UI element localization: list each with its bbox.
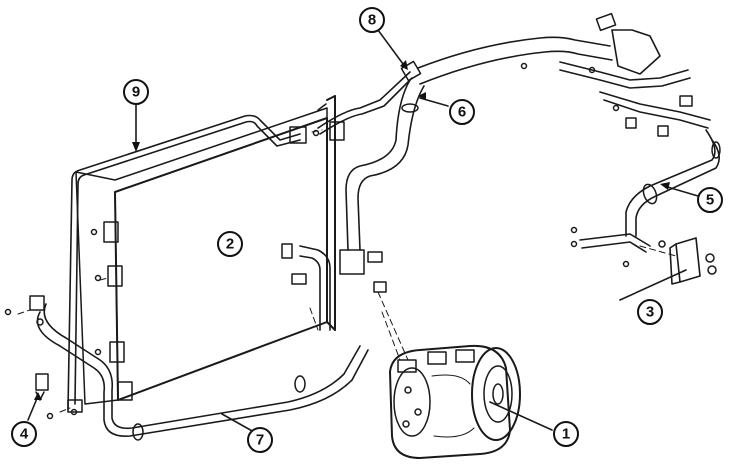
callout-4: 4 [11,421,37,447]
callout-8: 8 [359,7,385,33]
leader-lines [27,29,699,433]
tube-7 [36,243,387,441]
compressor [389,344,521,459]
callout-3-label: 3 [646,304,654,321]
firewall-fittings [520,12,711,137]
callout-7: 7 [247,427,273,453]
fitting-4 [4,295,83,420]
callout-5-label: 5 [706,192,714,209]
line-9 [67,114,301,411]
callout-9-label: 9 [132,84,140,101]
callout-2-label: 2 [226,236,234,253]
hose-5 [570,129,721,253]
condenser [75,95,345,405]
expansion-valve-block [622,237,717,285]
callout-8-label: 8 [368,12,376,29]
callout-6-label: 6 [458,104,466,121]
callout-3: 3 [637,299,663,325]
callout-7-label: 7 [256,432,264,449]
assembly-guide-lines [17,129,677,413]
callout-4-label: 4 [20,426,29,443]
line-8 [317,60,422,135]
callout-5: 5 [697,187,723,213]
hose-6 [339,36,613,275]
callout-2: 2 [217,231,243,257]
callout-9: 9 [123,79,149,105]
callout-1: 1 [553,421,579,447]
callout-1-label: 1 [562,426,570,443]
callout-6: 6 [449,99,475,125]
